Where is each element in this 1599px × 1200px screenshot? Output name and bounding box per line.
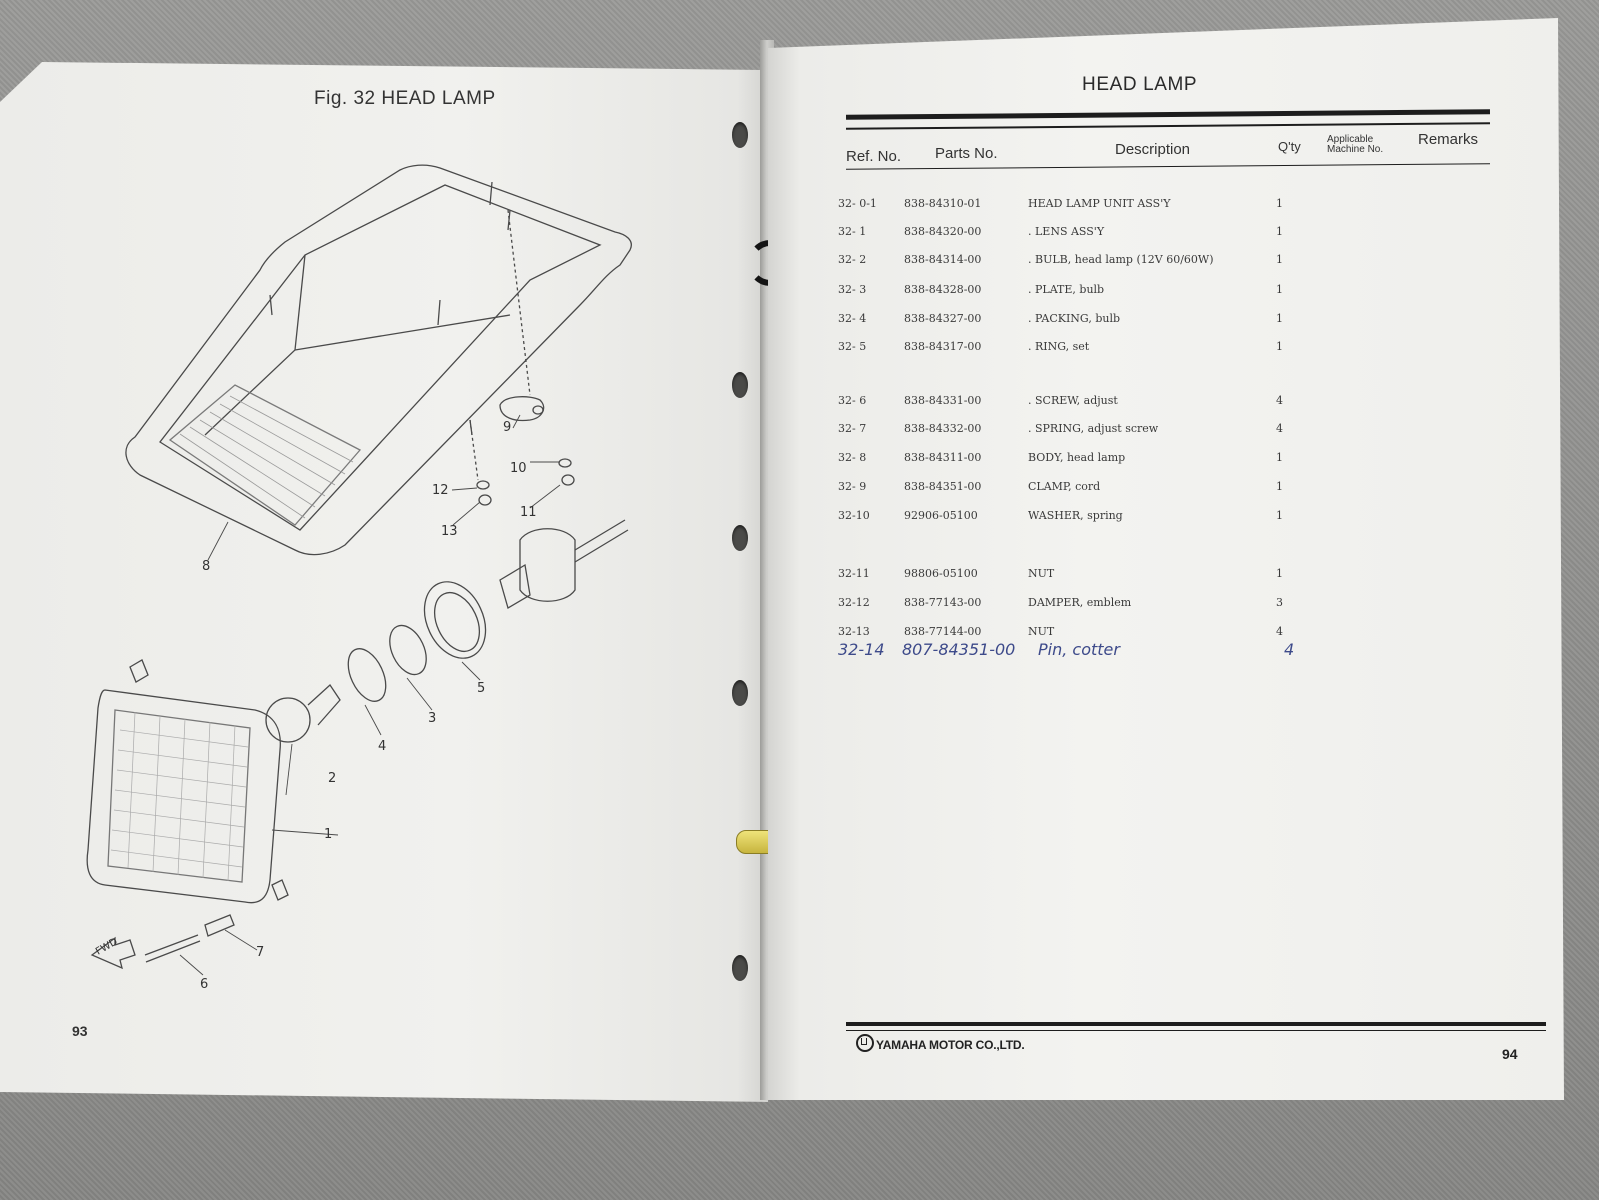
col-ref-no: Ref. No. [846,148,902,165]
binder-hole [732,122,748,148]
footer-rule-thin [846,1030,1546,1031]
left-page [0,62,768,1102]
col-qty: Q'ty [1278,139,1301,154]
col-description: Description [1115,141,1191,158]
callout-7: 7 [256,945,264,960]
callout-3: 3 [428,711,436,726]
callout-11: 11 [520,505,537,520]
fwd-label: FWD [94,936,120,957]
binder-hole [732,372,748,398]
callout-1: 1 [324,827,332,842]
callout-4: 4 [378,739,386,754]
parts-list-title: HEAD LAMP [1082,74,1198,95]
binder-hole [732,680,748,706]
left-page-number: 93 [72,1023,88,1039]
yamaha-footer: YAMAHA MOTOR CO.,LTD. [856,1034,1025,1052]
callout-12: 12 [432,483,449,498]
callout-13: 13 [441,524,458,539]
col-applicable: Applicable Machine No. [1327,134,1384,155]
col-parts-no: Parts No. [935,145,998,162]
tuning-fork-logo-icon [856,1034,874,1052]
figure-title: Fig. 32 HEAD LAMP [314,88,496,109]
callout-5: 5 [477,681,485,696]
callout-8: 8 [202,559,210,574]
callout-10: 10 [510,461,527,476]
footer-rule [846,1022,1546,1026]
callout-6: 6 [200,977,208,992]
callout-2: 2 [328,771,336,786]
right-page-number: 94 [1502,1046,1518,1062]
right-page [768,18,1564,1100]
binder-hole [732,525,748,551]
head-lamp-exploded-diagram: 1 2 3 4 5 6 7 8 9 10 11 12 13 FWD [86,164,632,992]
binder-hole [732,955,748,981]
col-remarks: Remarks [1418,131,1479,148]
callout-9: 9 [503,420,511,435]
